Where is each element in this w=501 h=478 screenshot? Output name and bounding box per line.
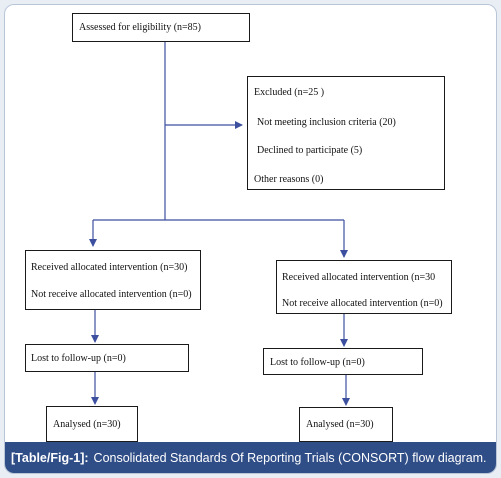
right-not-received-text: Not receive allocated intervention (n=0) bbox=[282, 298, 443, 309]
right-lost-text: Lost to follow-up (n=0) bbox=[270, 357, 365, 368]
excluded-box: Excluded (n=25 ) Not meeting inclusion c… bbox=[247, 76, 445, 190]
excluded-reason-other: Other reasons (0) bbox=[254, 174, 324, 185]
left-received-text: Received allocated intervention (n=30) bbox=[31, 262, 188, 273]
left-analysed-text: Analysed (n=30) bbox=[53, 419, 121, 430]
eligibility-box: Assessed for eligibility (n=85) bbox=[72, 13, 250, 42]
right-received-box: Received allocated intervention (n=30 No… bbox=[276, 260, 452, 314]
left-not-received-text: Not receive allocated intervention (n=0) bbox=[31, 289, 192, 300]
right-lost-box: Lost to follow-up (n=0) bbox=[263, 348, 423, 375]
excluded-title: Excluded (n=25 ) bbox=[254, 87, 325, 98]
right-analysed-text: Analysed (n=30) bbox=[306, 419, 374, 430]
left-lost-text: Lost to follow-up (n=0) bbox=[31, 353, 126, 364]
eligibility-text: Assessed for eligibility (n=85) bbox=[79, 22, 202, 33]
figure-frame: Assessed for eligibility (n=85) Excluded… bbox=[4, 4, 497, 474]
right-received-text: Received allocated intervention (n=30 bbox=[282, 272, 436, 283]
left-received-box: Received allocated intervention (n=30) N… bbox=[25, 250, 201, 310]
left-analysed-box: Analysed (n=30) bbox=[46, 406, 138, 442]
right-analysed-box: Analysed (n=30) bbox=[299, 407, 393, 442]
caption-label: [Table/Fig-1]: bbox=[11, 450, 89, 465]
excluded-reason-inclusion: Not meeting inclusion criteria (20) bbox=[257, 117, 396, 128]
caption-text: Consolidated Standards Of Reporting Tria… bbox=[93, 450, 487, 465]
flow-arrows bbox=[89, 42, 350, 406]
excluded-reason-declined: Declined to participate (5) bbox=[257, 145, 363, 156]
figure-caption: [Table/Fig-1]: Consolidated Standards Of… bbox=[5, 442, 496, 473]
left-lost-box: Lost to follow-up (n=0) bbox=[25, 344, 189, 372]
